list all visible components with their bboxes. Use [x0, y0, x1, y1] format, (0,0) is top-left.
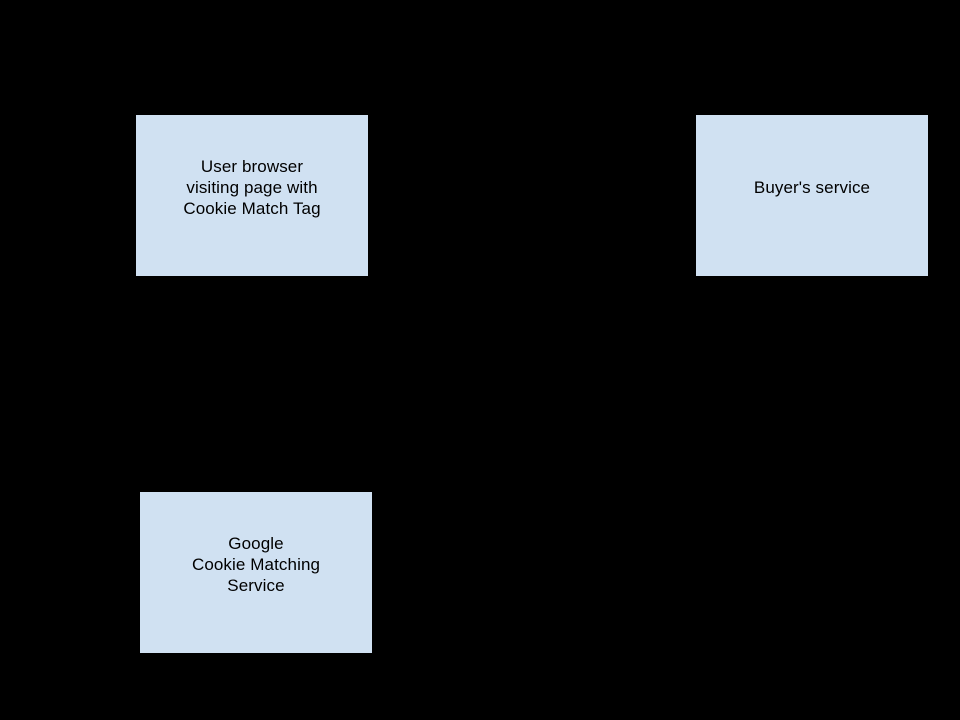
node-user-browser[interactable]: User browser visiting page with Cookie M…: [136, 115, 368, 276]
node-google-cookie-matching-service[interactable]: Google Cookie Matching Service: [140, 492, 372, 653]
node-google-cookie-matching-service-label: Google Cookie Matching Service: [191, 534, 321, 595]
node-user-browser-label: User browser visiting page with Cookie M…: [183, 157, 321, 218]
node-buyers-service-label: Buyer's service: [753, 178, 871, 197]
node-buyers-service[interactable]: Buyer's service: [696, 115, 928, 276]
